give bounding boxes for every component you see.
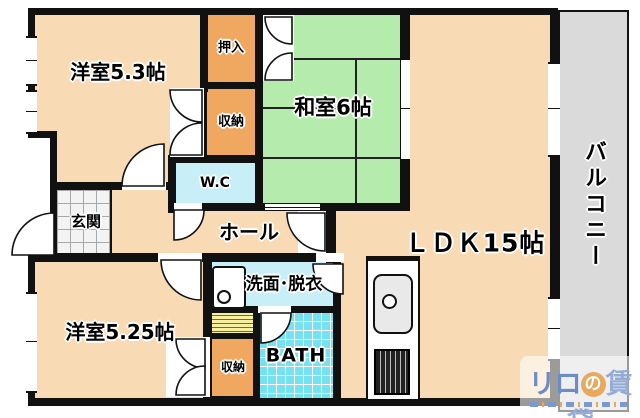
room-label-wc: W.C (200, 175, 230, 191)
door-gap (158, 253, 202, 262)
closet-oshiire-floor (207, 15, 255, 82)
room-label-closet-upper: 収納 (217, 114, 245, 130)
closet-lower-floor (210, 339, 256, 396)
washbasin (212, 266, 246, 309)
entrance-step-line (110, 190, 112, 253)
wall (550, 8, 558, 406)
room-label-washroom: 洗面･脱衣 (245, 274, 323, 295)
brand-logo-circle: の (580, 372, 606, 397)
room-label-entrance: 玄関 (70, 212, 102, 231)
room-label-balcony: バルコニー (581, 140, 606, 270)
brand-tagline (530, 402, 630, 407)
ldk-floor (410, 15, 550, 398)
washer-space (210, 312, 256, 333)
room-label-western-room-1: 洋室5.3帖 (70, 60, 166, 84)
room-label-ldk: ＬＤＫ15帖 (404, 228, 546, 258)
closet-door-bay (166, 337, 210, 397)
door-gap (316, 253, 344, 262)
wall (203, 253, 212, 406)
room-label-bath: BATH (265, 344, 327, 367)
window (548, 62, 560, 157)
door-gap (174, 203, 202, 211)
balcony (558, 10, 629, 412)
wall (28, 131, 57, 138)
sink-faucet (382, 294, 397, 309)
wall (333, 260, 341, 398)
watermark: リロの賃貸 (520, 356, 640, 418)
wall (168, 155, 256, 163)
room-label-western-room-2: 洋室5.25帖 (65, 320, 175, 344)
room-label-closet-lower: 収納 (220, 360, 246, 374)
wall (50, 131, 57, 192)
exterior-notch (28, 138, 50, 253)
oshiire-door-bay (263, 15, 294, 81)
brand-logo-text: 賃貸 (567, 369, 632, 418)
door-gap (258, 306, 291, 313)
sliding-opening (401, 58, 410, 161)
hall-ldk-door-bay (298, 211, 326, 253)
door-gap (122, 182, 166, 190)
window (26, 90, 37, 134)
room-label-japanese-room: 和室6帖 (294, 95, 372, 120)
wall (200, 8, 208, 92)
wall (253, 306, 260, 398)
entrance-floor (57, 190, 111, 253)
brand-logo: リロの賃貸 (520, 362, 640, 418)
wc-floor (176, 163, 255, 203)
wall (50, 182, 176, 190)
hall-floor (112, 190, 176, 253)
brand-logo-text: リロ (528, 369, 582, 400)
window (26, 36, 37, 86)
wall (210, 333, 256, 339)
closet-door-bay (170, 88, 204, 157)
sliding-opening (265, 204, 320, 210)
washbasin-faucet (217, 290, 231, 304)
room-label-hall: ホール (219, 220, 279, 244)
bath-floor (258, 312, 333, 398)
window (26, 292, 37, 393)
kitchen-sink (373, 274, 413, 334)
window (548, 297, 560, 361)
closet-upper-floor (207, 88, 255, 157)
kitchen-counter (366, 256, 420, 401)
wall (326, 203, 336, 263)
room-label-oshiire: 押入 (217, 40, 245, 56)
wall (255, 8, 263, 206)
stove (374, 349, 410, 395)
wall (203, 82, 256, 89)
